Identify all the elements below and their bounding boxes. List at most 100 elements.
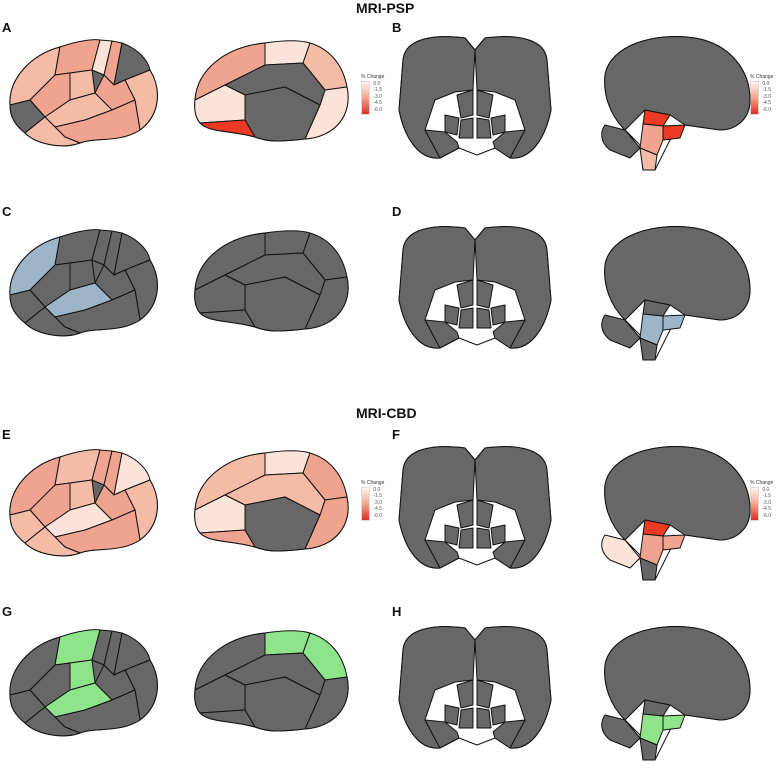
panel-f-coronal-slice: [398, 446, 552, 569]
legend-ticks: 0.0 -1.5 -3.0 -4.5 -6.0: [762, 487, 771, 519]
legend-color-bar: [750, 81, 759, 115]
region-cortex-right: [474, 36, 552, 159]
region-cerebellum: [601, 314, 641, 349]
panel-g-medial-brain: [194, 630, 349, 732]
region-thalamus-left: [458, 307, 474, 329]
panel-label-h: H: [392, 604, 402, 619]
region-midbrain: [662, 714, 686, 731]
region-caudate-left: [456, 679, 474, 709]
region-caudate-left: [456, 89, 474, 119]
region-cortex: [604, 36, 751, 131]
region-putamen-right: [490, 304, 506, 326]
legend-tick: -3.0: [373, 93, 383, 100]
region-pons: [639, 533, 664, 566]
region-inf-temporal: [24, 306, 81, 337]
region-temporal-med: [199, 309, 256, 328]
legend-tick: 0.0: [762, 487, 770, 493]
region-cerebellum: [601, 124, 641, 159]
region-inf-temporal: [24, 526, 81, 557]
legend-title: % Change: [361, 480, 385, 486]
legend-tick: -4.5: [762, 100, 772, 107]
region-caudate-right: [476, 679, 494, 709]
section-title-cbd: MRI-CBD: [356, 405, 417, 421]
legend-tick: 0.0: [762, 81, 770, 87]
region-orbital-med: [194, 274, 246, 314]
region-caudate-right: [476, 499, 494, 529]
legend-e: % Change 0.0 -1.5 -3.0 -4.5 -6.0: [361, 480, 384, 521]
legend-tick: 0.0: [373, 487, 381, 493]
region-cortex: [604, 626, 751, 721]
legend-tick: -3.0: [762, 499, 772, 506]
legend-ticks: 0.0 -1.5 -3.0 -4.5 -6.0: [373, 487, 382, 519]
region-caudate-right: [476, 279, 494, 309]
section-title-psp: MRI-PSP: [356, 0, 415, 16]
region-temporal-right: [492, 719, 526, 749]
legend-tick: 0.0: [373, 81, 381, 87]
region-temporal-left: [424, 719, 460, 749]
panel-label-c: C: [2, 204, 12, 219]
panel-label-g: G: [2, 604, 13, 619]
region-temporal-left: [424, 129, 460, 159]
panel-c-lateral-brain: [9, 229, 158, 337]
region-medulla: [639, 557, 658, 581]
legend-b: % Change 0.0 -1.5 -3.0 -4.5 -6.0: [750, 74, 773, 115]
legend-ticks: 0.0 -1.5 -3.0 -4.5 -6.0: [373, 81, 382, 113]
legend-tick: -3.0: [373, 499, 383, 506]
legend-title: % Change: [750, 480, 774, 486]
region-thalamus-right: [476, 307, 492, 329]
legend-title: % Change: [361, 74, 385, 80]
region-thalamus-right: [476, 707, 492, 729]
region-cortex-left: [398, 446, 476, 569]
legend-tick: -1.5: [373, 87, 383, 94]
region-thalamus-left: [458, 527, 474, 549]
region-midbrain: [662, 314, 686, 331]
region-cerebellum: [601, 534, 641, 569]
region-temporal-right: [492, 129, 526, 159]
region-cortex-left: [398, 36, 476, 159]
legend-tick: -6.0: [373, 512, 383, 519]
region-temporal-med: [199, 529, 256, 548]
region-putamen-right: [490, 704, 506, 726]
panel-h-sagittal-slice: [601, 626, 751, 761]
legend-tick: -3.0: [762, 93, 772, 100]
panel-d-coronal-slice: [398, 226, 552, 349]
legend-tick: -1.5: [762, 493, 772, 500]
panel-c-medial-brain: [194, 230, 349, 332]
legend-title: % Change: [750, 74, 774, 80]
region-medulla: [639, 737, 658, 761]
legend-a: % Change 0.0 -1.5 -3.0 -4.5 -6.0: [361, 74, 384, 115]
region-temporal-left: [424, 319, 460, 349]
region-temporal-med: [199, 709, 256, 728]
panel-e-lateral-brain: [9, 449, 158, 557]
panel-label-a: A: [2, 20, 12, 35]
panel-h-coronal-slice: [398, 626, 552, 749]
region-pons: [639, 123, 664, 156]
region-cortex-right: [474, 446, 552, 569]
legend-color-bar: [361, 487, 370, 521]
region-cerebellum: [601, 714, 641, 749]
legend-color-bar: [750, 487, 759, 521]
panel-label-e: E: [2, 427, 11, 442]
panel-a-lateral-brain: [9, 39, 158, 147]
region-thalamus-right: [476, 117, 492, 139]
panel-label-d: D: [392, 204, 402, 219]
region-thalamus-left: [458, 117, 474, 139]
panel-b-sagittal-slice: [601, 36, 751, 171]
panel-label-f: F: [392, 427, 400, 442]
region-medulla: [639, 337, 658, 361]
panel-a-medial-brain: [194, 40, 349, 142]
panel-e-medial-brain: [194, 450, 349, 552]
region-inf-temporal: [24, 116, 81, 147]
region-orbital-med: [194, 494, 246, 534]
region-cortex-left: [398, 626, 476, 749]
panel-f-sagittal-slice: [601, 446, 751, 581]
region-cortex-right: [474, 226, 552, 349]
region-midbrain: [662, 534, 686, 551]
legend-tick: -4.5: [373, 100, 383, 107]
legend-ticks: 0.0 -1.5 -3.0 -4.5 -6.0: [762, 81, 771, 113]
legend-tick: -1.5: [762, 87, 772, 94]
region-putamen-right: [490, 524, 506, 546]
region-temporal-right: [492, 539, 526, 569]
region-pons: [639, 713, 664, 746]
legend-tick: -6.0: [373, 106, 383, 113]
